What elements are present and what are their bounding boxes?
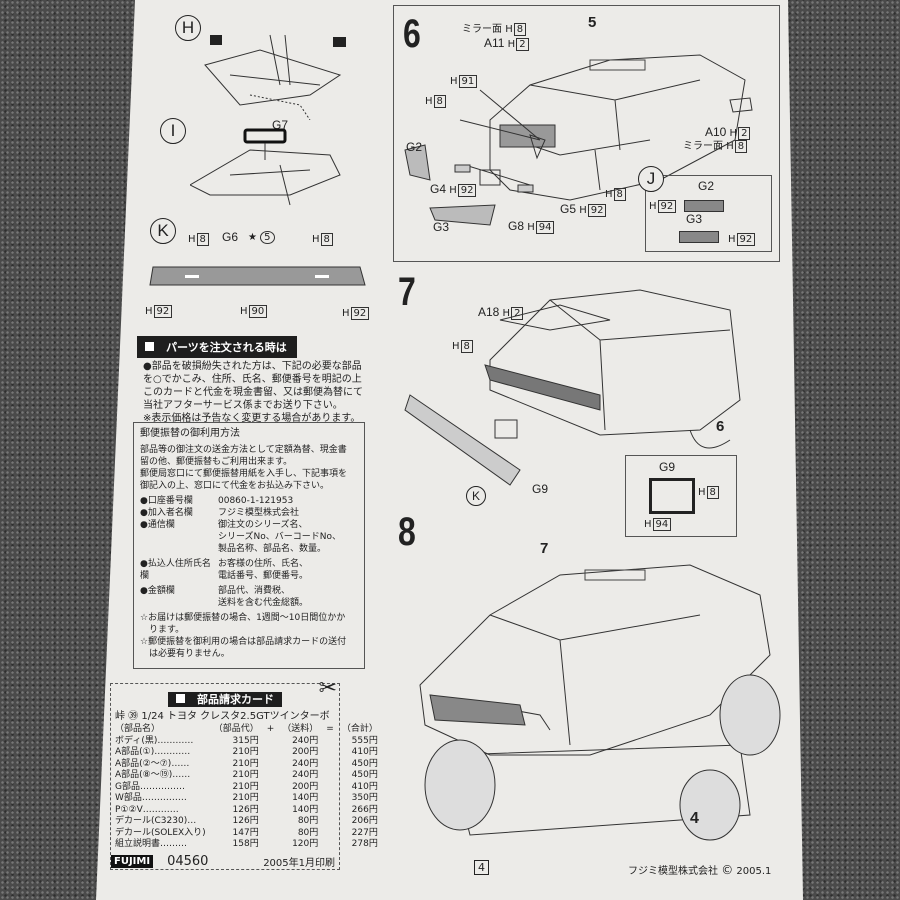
ref-5: 5 [588, 14, 597, 31]
step-8-car-drawing [419, 564, 781, 841]
card-title: 部品請求カード [168, 692, 282, 707]
ref-7: 7 [540, 540, 549, 557]
footer-company: フジミ模型株式会社 © 2005.1 [628, 863, 772, 878]
step-6-number: 6 [403, 12, 421, 56]
fujimi-logo: FUJIMI [111, 854, 154, 868]
step-6-car-drawing [404, 54, 753, 226]
step-i-marker: I [160, 118, 186, 144]
scissors-icon: ✂ [318, 676, 337, 701]
step-h-marker: H [175, 15, 201, 41]
order-text: ●部品を破損紛失された方は、下記の必要な部品を○でかこみ、住所、氏名、郵便番号を… [143, 361, 363, 424]
spoiler-drawing [149, 266, 366, 286]
step-8-number: 8 [398, 510, 416, 554]
label-g3: G3 [433, 220, 450, 234]
label-star-5: ★ 5 [248, 231, 275, 244]
step-6-frame [393, 5, 780, 262]
postal-transfer-box: 郵便振替の御利用方法 部品等の御注文の送金方法として定額為替、現金書留の他、郵便… [133, 422, 365, 669]
step-i-drawing [190, 128, 341, 206]
step-h-drawing [204, 34, 346, 120]
card-product: 峠 ㊴ 1/24 トヨタ クレスタ2.5GTツインターボ [115, 711, 330, 722]
ref-k-marker: K [466, 485, 486, 506]
step-7-number: 7 [398, 270, 416, 314]
label-g9: G9 [532, 482, 549, 496]
step-k-marker: K [150, 218, 176, 244]
page-number: 4 [474, 860, 489, 875]
parts-request-card: 部品請求カード ✂ 峠 ㊴ 1/24 トヨタ クレスタ2.5GTツインターボ （… [110, 676, 378, 870]
step-7-car-drawing [404, 289, 741, 486]
print-date: 2005年1月印刷 [263, 857, 335, 869]
ref-4: 4 [690, 810, 699, 827]
label-g2: G2 [406, 140, 423, 154]
product-code: 04560 [167, 853, 209, 869]
order-header: パーツを注文される時は [137, 336, 297, 358]
label-g6: G6 [222, 230, 239, 244]
ref-6: 6 [716, 418, 725, 435]
